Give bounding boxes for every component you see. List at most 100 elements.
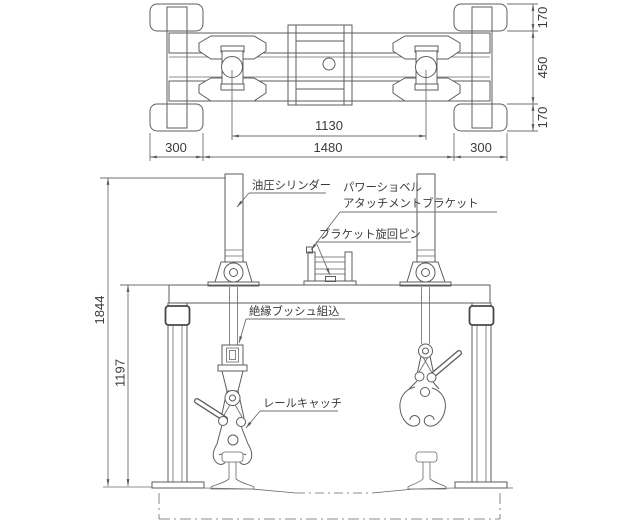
mount-base-plate [207,281,260,287]
catch-handle-fill [431,351,461,377]
leg-right-front [454,302,508,489]
front-dimensions: 1844 1197 [92,177,226,487]
leader-attachment-bracket [310,211,341,251]
bracket-flange-left [287,24,297,106]
catch-pivot-upper-hole [229,394,236,402]
bracket-pin-hole [322,57,336,71]
leader-pivot-pin [315,241,331,276]
dim-1844-text: 1844 [92,296,107,325]
insulated-bush [226,347,239,363]
main-beam-front-plan [168,32,491,54]
catch-pin-left [218,416,228,426]
dim-450-text: 450 [535,57,550,79]
rail-head [221,451,244,463]
clamp-slot-lower [414,83,439,91]
catch-pivot-lower [420,387,430,397]
rail-head [415,451,438,463]
catch-pin-right [426,372,437,383]
bracket-outline [287,24,353,106]
clamp-slot-lower [220,83,245,91]
bracket-flange-right [343,24,353,106]
leader-hydraulic-cylinder [236,192,250,208]
leader-insulated-bush [238,318,247,344]
jaw-arm-left [216,424,223,445]
catch-arm2 [429,355,434,374]
ground-line [103,486,513,494]
label-pivot-pin: ブラケット旋回ピン [319,227,421,241]
dim-170-bottom-text: 170 [535,107,550,129]
bracket-post-left [307,251,316,282]
foot-plate-right [454,481,508,489]
bracket-cross-bar-bottom [314,268,346,275]
catch-top-pivot-hole [422,347,429,355]
jaw-arm-left [408,380,418,390]
clamp-assembly-right-plan [392,35,461,102]
cylinder-body [224,173,244,263]
bracket-cross-bar-top [314,256,346,263]
bush-flange [217,364,248,372]
leg-clamp-collar [468,305,495,326]
mount-pivot-inner [229,268,238,277]
catch-pin-right [236,417,246,427]
dim-1480-text: 1480 [314,140,343,155]
plan-dimensions: 1130 300 1480 300 170 450 170 [149,3,550,161]
label-attachment-line2: アタッチメントブラケット [343,196,479,210]
catch-body [221,370,244,392]
foot-pad-top-left [149,3,204,32]
rail-base-flange [210,478,255,490]
rail-catch-left [194,344,253,465]
leg-tube [167,302,188,483]
mount-pivot-outer [223,262,244,283]
bush-core [229,350,236,360]
foot-plate-left [151,481,205,489]
dim-300-right-text: 300 [470,140,492,155]
jaw-arm-right [240,425,249,445]
foot-pad-bottom-left [149,103,204,132]
bracket-base-plate [303,280,357,286]
catch-arm [417,355,422,373]
leg-post-left-plan [166,6,188,129]
callouts: 油圧シリンダー パワーショベル アタッチメントブラケット ブラケット旋回ピン 絶… [236,178,497,429]
mount-base-plate [399,281,452,287]
dim-300-left-text: 300 [165,140,187,155]
leg-clamp-collar [164,305,191,326]
label-insulated-bush: 絶縁ブッシュ組込 [249,304,339,318]
leg-left-front [151,302,205,489]
label-hydraulic-cylinder: 油圧シリンダー [252,178,331,192]
rail-base-flange [407,478,447,490]
catch-cross-link2 [418,356,429,373]
main-beam-rear-plan [168,80,491,102]
rail-left [210,451,255,490]
bracket-post-right [344,251,353,282]
claw-lobe-right [423,387,446,427]
attachment-bracket-plan [287,24,353,106]
rail-catch-right [399,343,462,427]
foot-pad-bottom-right [453,103,508,132]
rail-right [407,451,447,490]
ground-seg-left [203,487,297,494]
catch-pin-left [414,371,425,382]
label-rail-catch: レールキャッチ [263,397,342,410]
dim-1130-text: 1130 [315,118,343,133]
catch-pivot-lower [227,434,239,446]
leg-post-right-plan [471,6,493,129]
phantom-outline [158,493,501,520]
dim-170-top-text: 170 [535,7,550,29]
clamp-assembly-left-plan [198,35,267,102]
dim-1197-text: 1197 [113,359,128,387]
jaw-arm-right [432,381,440,390]
main-beam-front [168,284,491,304]
leg-tube [471,302,492,483]
attachment-bracket-front [303,246,357,286]
catch-top-pivot [418,343,433,359]
leader-rail-catch [245,410,261,429]
front-view [103,173,513,520]
claw-lobe-left [399,386,421,427]
catch-handle-fill [195,399,227,421]
catch-cross-link [422,356,433,374]
mount-pivot-inner [421,268,430,277]
mount-pivot-outer [415,262,436,283]
hydraulic-cylinder-left [207,173,260,287]
